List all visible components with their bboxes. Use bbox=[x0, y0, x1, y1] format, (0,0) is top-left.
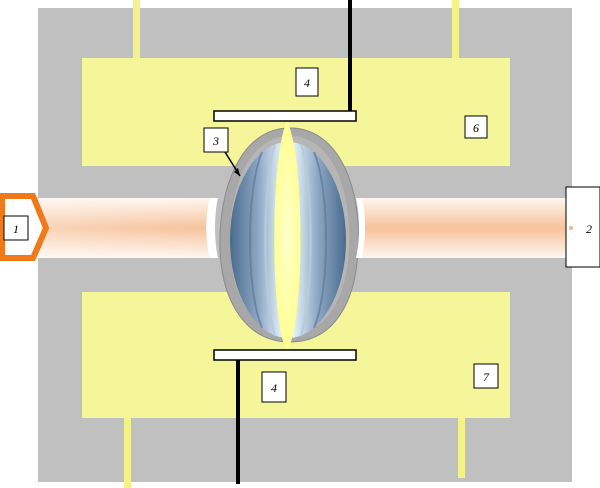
top-block-label: 6 bbox=[473, 121, 479, 135]
top-electrode-label: 4 bbox=[304, 76, 310, 90]
input-port-label: 1 bbox=[13, 222, 19, 236]
input-port-box bbox=[3, 215, 29, 241]
lead-bottom-left bbox=[124, 418, 131, 488]
bottom-block-label-box bbox=[473, 363, 499, 389]
bottom-electrode-label-box bbox=[261, 371, 287, 403]
top-electrode-label-box bbox=[295, 67, 319, 97]
lead-bottom-right bbox=[458, 418, 465, 478]
output-channel bbox=[360, 198, 570, 258]
top-electrode-plate bbox=[213, 110, 357, 122]
cell-core bbox=[274, 120, 301, 352]
cell-label-box bbox=[203, 127, 229, 153]
bottom-block-label: 7 bbox=[483, 370, 490, 384]
output-port-label: 2 bbox=[586, 222, 592, 236]
lead-top-left bbox=[133, 0, 140, 58]
cell-label: 3 bbox=[212, 134, 219, 148]
lead-top-right bbox=[452, 0, 459, 58]
bottom-electrode-label: 4 bbox=[271, 381, 277, 395]
top-block-label-box bbox=[464, 115, 488, 139]
bottom-electrode-plate bbox=[213, 349, 357, 361]
